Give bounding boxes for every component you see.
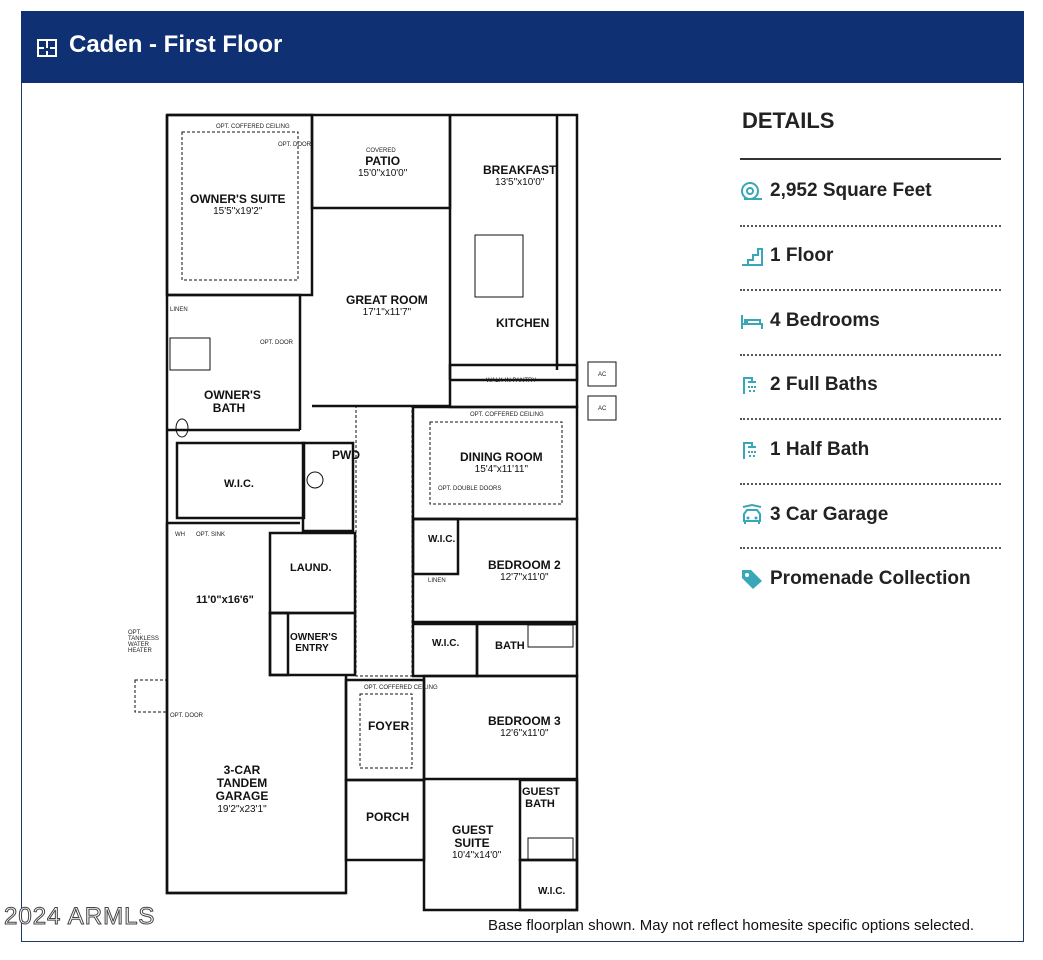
- room-wic-guest: W.I.C.: [538, 886, 566, 897]
- room-laundry: LAUND.: [290, 562, 332, 574]
- room-garage: 3-CAR TANDEM GARAGE 19'2"x23'1": [215, 763, 269, 815]
- note-opt-door-2: OPT. DOOR: [260, 340, 294, 346]
- note-double-doors: OPT. DOUBLE DOORS: [438, 486, 502, 492]
- note-opt-door-1: OPT. DOOR: [278, 142, 312, 148]
- room-guest-bath: GUEST BATH: [522, 786, 560, 811]
- room-patio: PATIO 15'0"x10'0": [358, 154, 408, 180]
- room-kitchen: KITCHEN: [496, 316, 550, 330]
- detail-floors: 1 Floor: [740, 241, 833, 271]
- room-garage-flex: 11'0"x16'6": [196, 594, 254, 606]
- detail-collection: Promenade Collection: [740, 564, 971, 594]
- patio-prefix: COVERED: [366, 148, 396, 154]
- square-feet-icon: [741, 182, 762, 200]
- room-bedroom-2: BEDROOM 2 12'7"x11'0": [488, 558, 561, 584]
- note-wh: WH: [175, 532, 185, 538]
- detail-square-feet: 2,952 Square Feet: [740, 176, 932, 206]
- header-bar: Caden - First Floor: [21, 11, 1024, 83]
- note-coffered-ceiling-2: OPT. COFFERED CEILING: [470, 412, 544, 418]
- watermark: 2024 ARMLS: [3, 903, 156, 931]
- detail-full-baths: 2 Full Baths: [740, 370, 878, 400]
- room-bedroom-3: BEDROOM 3 12'6"x11'0": [488, 714, 561, 740]
- shower-icon: [743, 377, 756, 394]
- detail-bedrooms: 4 Bedrooms: [740, 306, 880, 336]
- details-heading: DETAILS: [742, 108, 835, 133]
- stairs-icon: [742, 248, 763, 266]
- room-breakfast: BREAKFAST 13'5"x10'0": [483, 163, 557, 189]
- note-linen: LINEN: [170, 307, 188, 313]
- note-opt-sink: OPT. SINK: [196, 532, 226, 538]
- room-dining: DINING ROOM 15'4"x11'11": [460, 450, 543, 476]
- note-opt-door-garage: OPT. DOOR: [170, 713, 204, 719]
- note-coffered-ceiling-3: OPT. COFFERED CEILING: [364, 685, 438, 691]
- room-wic-bed2: W.I.C.: [428, 534, 456, 545]
- floorplan-drawing: [134, 113, 617, 912]
- content-frame: [21, 11, 1024, 942]
- page-title: Caden - First Floor: [69, 31, 283, 58]
- bed-icon: [741, 315, 763, 329]
- car-icon: [742, 504, 762, 524]
- note-linen-2: LINEN: [428, 578, 446, 584]
- footnote: Base floorplan shown. May not reflect ho…: [488, 917, 975, 934]
- room-owners-bath: OWNER'S BATH: [204, 388, 261, 416]
- room-great-room: GREAT ROOM 17'1"x11'7": [346, 293, 428, 319]
- room-owners-suite: OWNER'S SUITE 15'5"x19'2": [190, 192, 286, 218]
- room-foyer: FOYER: [368, 719, 410, 733]
- room-wic-bath: W.I.C.: [432, 638, 460, 649]
- room-wic-main: W.I.C.: [224, 478, 254, 490]
- note-ac-2: AC: [598, 406, 607, 412]
- floorplan: OWNER'S SUITE 15'5"x19'2" COVERED PATIO …: [120, 100, 630, 920]
- note-ac-1: AC: [598, 372, 607, 378]
- shower-icon: [743, 442, 756, 459]
- room-pwd: PWD: [332, 448, 360, 462]
- room-owners-entry: OWNER'S ENTRY: [290, 632, 338, 654]
- room-bath: BATH: [495, 640, 525, 652]
- details-divider: [740, 158, 1001, 160]
- room-porch: PORCH: [366, 810, 410, 824]
- detail-half-bath: 1 Half Bath: [740, 435, 869, 465]
- room-guest-suite: GUEST SUITE 10'4"x14'0": [452, 823, 502, 862]
- detail-garage: 3 Car Garage: [740, 500, 888, 530]
- tag-icon: [742, 570, 762, 589]
- floorplan-icon: [37, 39, 57, 57]
- note-coffered-ceiling-1: OPT. COFFERED CEILING: [216, 124, 290, 130]
- note-tankless: OPT. TANKLESS WATER HEATER: [128, 630, 159, 654]
- note-pantry: WALK-IN PANTRY: [486, 378, 537, 384]
